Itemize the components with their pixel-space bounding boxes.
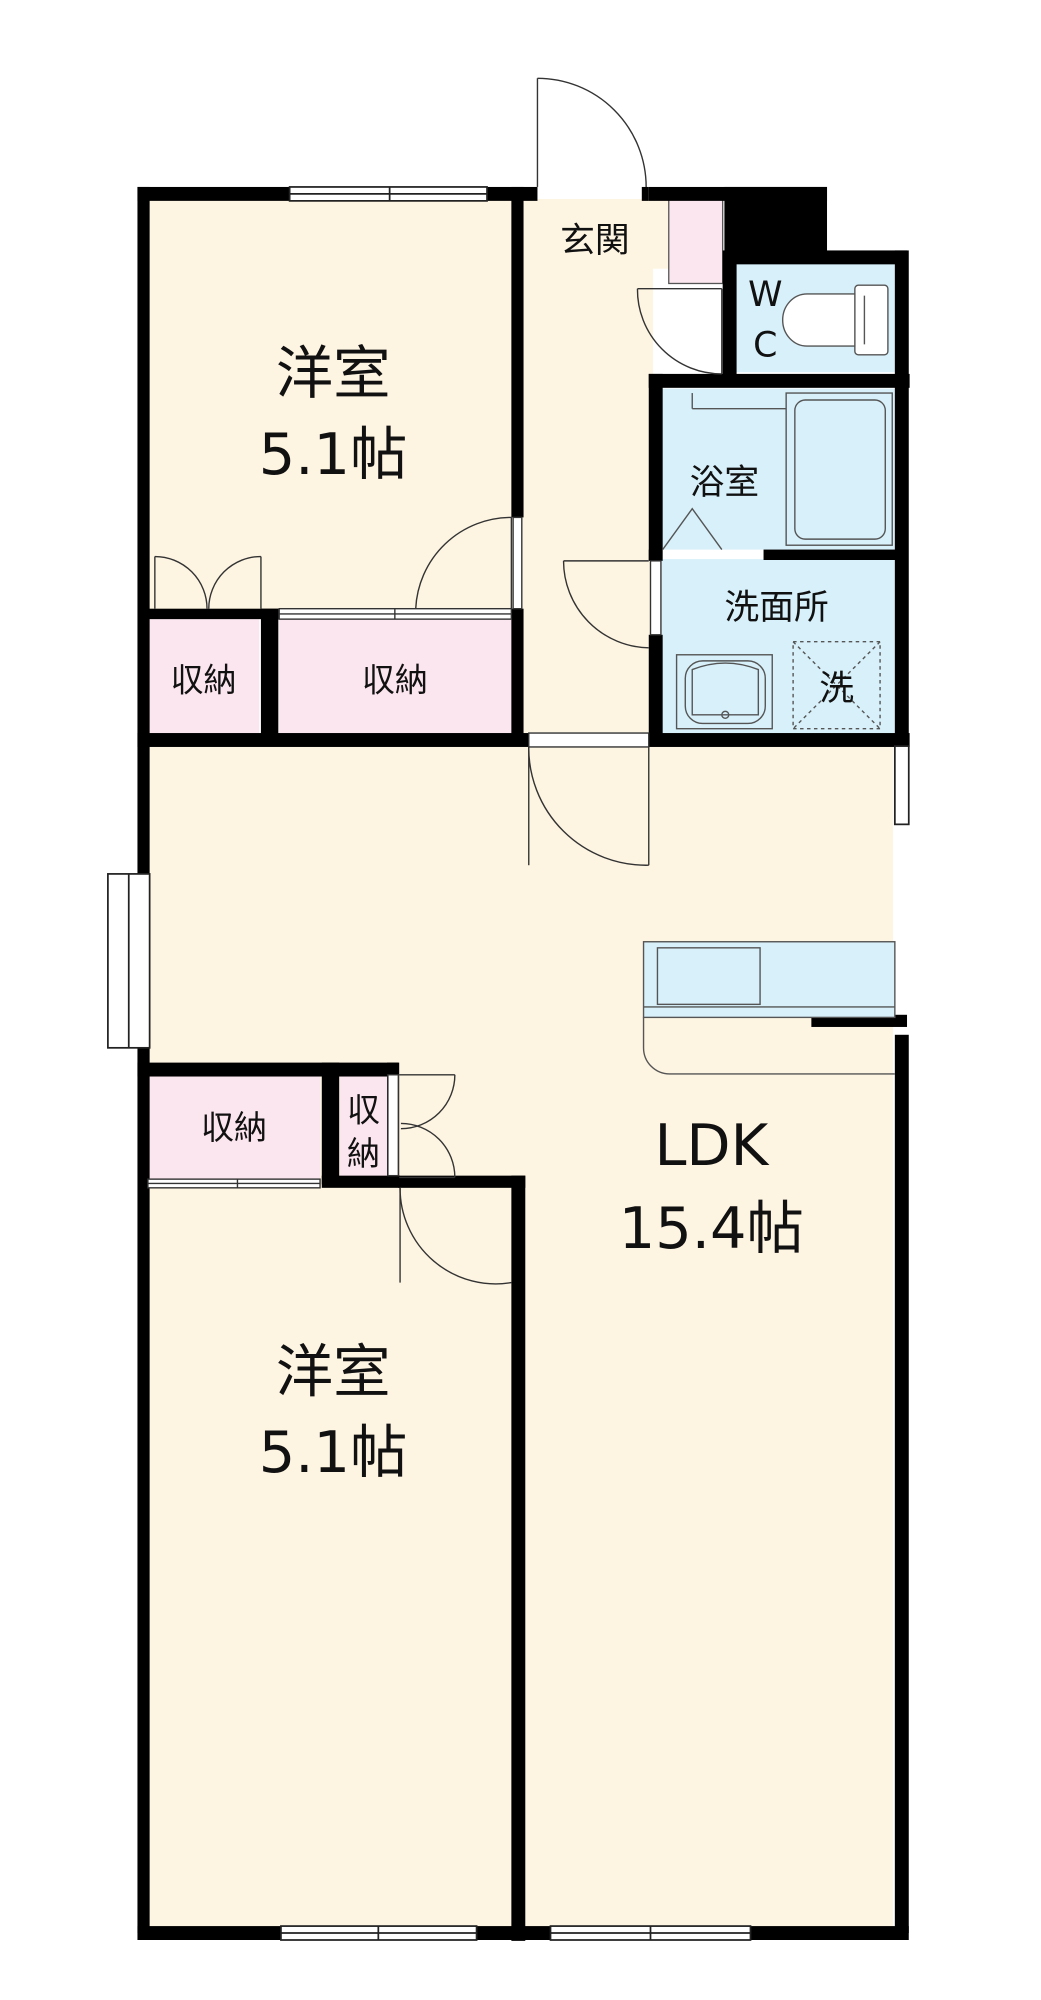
western-room-top-size: 5.1帖 <box>259 421 408 488</box>
fixtures <box>642 284 896 1075</box>
storage-top-left-label: 収納 <box>171 660 237 699</box>
western-room-bottom-size: 5.1帖 <box>259 1419 408 1486</box>
storage-bottom-small-label-1: 収 <box>347 1091 380 1130</box>
ldk-size: 15.4帖 <box>619 1195 804 1262</box>
wall-bathroom-top <box>648 373 910 388</box>
bathtub-icon <box>785 392 893 546</box>
wall-bottom-storage-divider <box>321 1062 340 1185</box>
western-room-bottom-name: 洋室 <box>276 1338 391 1405</box>
western-room-top-name: 洋室 <box>276 340 391 407</box>
kitchen-counter <box>642 941 896 1075</box>
wall-mid-horizontal-b <box>648 733 910 747</box>
ldk-door <box>528 732 650 866</box>
toilet-icon <box>781 284 889 356</box>
wall-bathroom-left <box>648 373 663 561</box>
storage-bottom-small-floor <box>340 1074 388 1180</box>
toilet-door <box>636 288 723 375</box>
ldk-name: LDK <box>654 1112 769 1179</box>
storage-top-right-door <box>278 608 513 620</box>
wall-storage-top-line <box>147 608 279 620</box>
washroom-door <box>562 560 662 649</box>
wall-toilet-left <box>722 250 737 377</box>
shower-triangle-icon <box>662 507 723 550</box>
toilet-label-w: W <box>748 275 782 315</box>
toilet-label-c: C <box>753 326 777 366</box>
wall-left-upper <box>137 186 150 874</box>
washer-space-icon <box>792 641 881 730</box>
western-room-top-floor <box>147 199 516 613</box>
storage-top-right-floor <box>279 619 516 735</box>
storage-bottom-left-door <box>147 1178 321 1189</box>
wall-bottom-c <box>750 1926 909 1940</box>
wall-bottom-storage-bottom <box>321 1175 401 1188</box>
wall-bottom-room-top-right <box>398 1175 526 1188</box>
washer-label: 洗 <box>819 669 854 709</box>
storage-top-left-door <box>154 555 262 609</box>
storage-top-left-floor <box>147 619 260 735</box>
entrance-shoe-cabinet <box>668 198 724 285</box>
bottom-room-door <box>399 1187 512 1285</box>
wall-top-toilet-block <box>724 186 828 253</box>
wall-left-lower <box>137 1047 150 1934</box>
hallway-floor <box>522 199 654 742</box>
wall-bottom-a <box>137 1926 281 1940</box>
storage-top-right-label: 収納 <box>362 660 428 699</box>
storage-bottom-small-door <box>387 1074 456 1179</box>
wall-bottom-room-right <box>511 1175 526 1941</box>
washroom-label: 洗面所 <box>724 588 828 628</box>
wall-right-lower <box>894 1034 909 1934</box>
wall-washroom-left <box>648 634 663 747</box>
wall-right-upper <box>894 250 909 747</box>
front-door <box>536 77 649 201</box>
bathroom-label: 浴室 <box>690 463 760 503</box>
entrance-label: 玄関 <box>560 221 630 261</box>
wall-bath-wash-divider-a <box>648 549 660 560</box>
wall-toilet-top <box>724 250 908 265</box>
entrance-floor <box>522 199 669 269</box>
wall-mid-horizontal-a <box>137 733 529 747</box>
wall-bottom-room-top <box>137 1062 399 1077</box>
labels: 洋室 5.1帖 洋室 5.1帖 LDK 15.4帖 玄関 W C 浴室 洗面所 … <box>171 221 854 1486</box>
wall-room-hall-upper <box>511 186 524 518</box>
washbasin-icon <box>675 654 773 730</box>
window-right-ldk <box>893 745 910 826</box>
storage-bottom-left-floor <box>147 1074 321 1180</box>
doors <box>147 77 723 1285</box>
western-room-bottom-floor <box>147 1186 516 1931</box>
wall-storage-top-divider <box>260 608 279 740</box>
wall-bath-wash-divider-b <box>763 549 908 560</box>
wall-top-left-a <box>137 186 290 201</box>
wall-room-hall-lower <box>511 608 524 747</box>
storage-bottom-small-label-2: 納 <box>347 1134 380 1173</box>
windows <box>107 186 910 1941</box>
storage-bottom-left-label: 収納 <box>201 1108 267 1147</box>
